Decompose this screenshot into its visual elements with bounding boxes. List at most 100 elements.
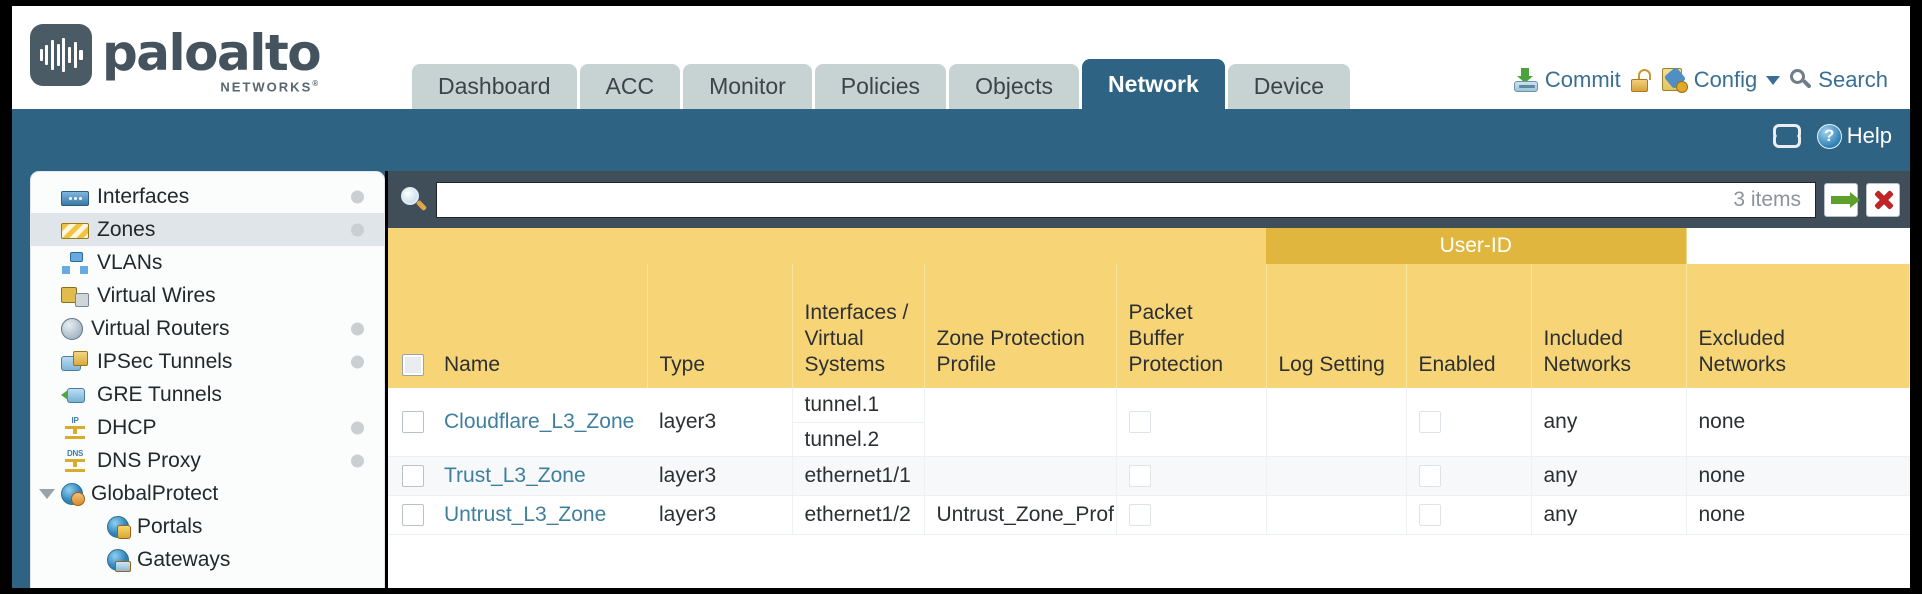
tab-network[interactable]: Network [1082, 59, 1225, 109]
virtual-routers-icon [61, 317, 83, 340]
zone-link[interactable]: Trust_L3_Zone [444, 464, 586, 487]
sidebar-expand-dot[interactable] [351, 421, 364, 434]
commit-label: Commit [1544, 67, 1621, 92]
interfaces-icon [61, 190, 89, 206]
apply-filter-button[interactable] [1824, 182, 1860, 217]
cell-zone-protection-profile: Untrust_Zone_Prof [923, 495, 1116, 535]
cell-type: layer3 [647, 456, 792, 496]
tab-policies[interactable]: Policies [814, 64, 947, 109]
table-row[interactable]: Trust_L3_Zone layer3 ethernet1/1 any non… [388, 456, 1910, 496]
table-row[interactable]: Cloudflare_L3_Zone layer3 tunnel.1 tunne… [388, 388, 1910, 457]
sidebar-expand-dot[interactable] [351, 322, 364, 335]
cell-zone-protection-profile [923, 388, 1116, 457]
brand-name: paloalto [102, 24, 322, 82]
globalprotect-icon [61, 482, 85, 506]
sidebar-item-gre-tunnels[interactable]: GRE Tunnels [31, 378, 384, 411]
userid-enabled-checkbox[interactable] [1418, 504, 1441, 527]
table-row[interactable]: Untrust_L3_Zone layer3 ethernet1/2 Untru… [388, 495, 1910, 535]
sidebar-expand-dot[interactable] [351, 190, 364, 203]
tab-acc[interactable]: ACC [579, 64, 681, 109]
sidebar-item-virtual-routers[interactable]: Virtual Routers [31, 312, 384, 345]
dhcp-icon: IP [61, 416, 89, 439]
unlock-icon [1630, 68, 1652, 92]
sidebar-item-interfaces[interactable]: Interfaces [31, 180, 384, 213]
interface-entry: tunnel.2 [792, 422, 924, 456]
row-checkbox[interactable] [402, 504, 424, 527]
row-checkbox[interactable] [402, 465, 424, 488]
cell-interfaces: tunnel.1 tunnel.2 [791, 388, 924, 457]
sidebar-expand-dot[interactable] [351, 454, 364, 467]
sidebar-item-label: Zones [97, 217, 156, 241]
header-actions: Commit Config Search [1513, 66, 1888, 93]
sidebar-item-portals[interactable]: Portals [31, 510, 384, 543]
sidebar-item-label: Interfaces [97, 184, 190, 208]
search-button[interactable]: Search [1790, 67, 1888, 93]
help-icon: ? [1816, 123, 1842, 149]
sidebar-item-label: Virtual Routers [91, 316, 230, 340]
cell-userid-enabled [1405, 456, 1531, 496]
userid-enabled-checkbox[interactable] [1418, 465, 1441, 488]
sidebar-item-label: GlobalProtect [91, 481, 219, 505]
refresh-icon[interactable] [1772, 124, 1801, 148]
sidebar-item-gateways[interactable]: Gateways [31, 543, 384, 576]
item-count: 3 items [1733, 187, 1801, 211]
zone-link[interactable]: Untrust_L3_Zone [444, 503, 607, 526]
sidebar-item-dhcp[interactable]: IP DHCP [31, 411, 384, 444]
config-lock-button[interactable] [1630, 68, 1652, 92]
logo-waveform-icon [39, 38, 83, 72]
toolbar-actions: ? Help [1772, 123, 1892, 149]
sidebar-expand-dot[interactable] [351, 355, 364, 368]
main-tabs: Dashboard ACC Monitor Policies Objects N… [412, 59, 1351, 109]
packet-buffer-protection-checkbox[interactable] [1128, 411, 1151, 434]
row-select-cell [388, 495, 432, 535]
commit-icon [1513, 68, 1539, 92]
brand-tagline: NETWORKS® [220, 79, 321, 95]
application-window: paloalto NETWORKS® Dashboard ACC Monitor… [12, 6, 1910, 588]
select-all-checkbox[interactable] [402, 354, 424, 377]
secondary-toolbar: ? Help [12, 109, 1910, 171]
sidebar-item-label: VLANs [97, 250, 163, 274]
sidebar-item-virtual-wires[interactable]: Virtual Wires [31, 279, 384, 312]
col-header-log-setting[interactable]: Log Setting [1266, 264, 1407, 388]
search-input[interactable] [437, 182, 1734, 217]
config-menu-button[interactable]: Config [1661, 66, 1781, 93]
sidebar-item-zones[interactable]: Zones [31, 213, 384, 246]
sidebar-expand-dot[interactable] [351, 223, 364, 236]
gre-tunnels-icon [61, 384, 89, 406]
search-icon[interactable] [400, 186, 428, 214]
packet-buffer-protection-checkbox[interactable] [1128, 465, 1151, 488]
sidebar-item-dns-proxy[interactable]: DNS DNS Proxy [31, 444, 384, 477]
userid-enabled-checkbox[interactable] [1418, 411, 1441, 434]
cell-type: layer3 [647, 495, 792, 535]
cell-log-setting [1265, 456, 1406, 496]
tab-dashboard[interactable]: Dashboard [412, 64, 577, 109]
row-checkbox[interactable] [402, 411, 424, 434]
config-icon [1661, 66, 1688, 93]
sidebar-item-globalprotect[interactable]: GlobalProtect [31, 477, 384, 510]
packet-buffer-protection-checkbox[interactable] [1128, 504, 1151, 527]
col-header-type[interactable]: Type [647, 264, 793, 388]
sidebar-item-ipsec-tunnels[interactable]: IPSec Tunnels [31, 345, 384, 378]
expander-triangle-icon[interactable] [39, 488, 55, 499]
col-header-name[interactable]: Name [432, 264, 648, 388]
cell-type: layer3 [647, 388, 792, 457]
tab-monitor[interactable]: Monitor [683, 64, 812, 109]
cell-interfaces: ethernet1/1 [791, 456, 924, 496]
filter-input-wrapper[interactable]: 3 items [436, 181, 1816, 218]
sidebar-item-vlans[interactable]: VLANs [31, 246, 384, 279]
dns-proxy-icon: DNS [61, 449, 89, 472]
col-header-userid-enabled[interactable]: Enabled [1406, 264, 1532, 388]
tab-objects[interactable]: Objects [949, 64, 1080, 109]
help-button[interactable]: ? Help [1816, 123, 1892, 149]
cell-included-networks: any [1530, 456, 1686, 496]
commit-button[interactable]: Commit [1513, 67, 1621, 93]
clear-filter-button[interactable] [1866, 182, 1900, 217]
tab-device[interactable]: Device [1227, 64, 1351, 109]
zone-link[interactable]: Cloudflare_L3_Zone [444, 410, 635, 433]
